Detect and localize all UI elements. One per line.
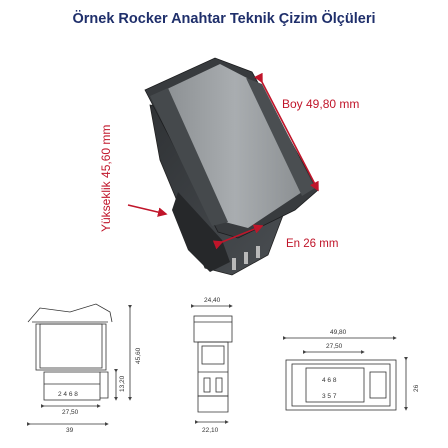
side-dim-height: 45,60 xyxy=(135,347,142,364)
switch-pin xyxy=(256,246,260,258)
side-dim-inner: 27,50 xyxy=(62,409,79,416)
front-view-drawing xyxy=(190,304,233,424)
side-view-drawing xyxy=(26,303,132,426)
switch-base xyxy=(172,192,230,272)
switch-pin xyxy=(232,258,236,270)
bottom-dim-width: 26 xyxy=(413,384,420,392)
rocker-strip-left xyxy=(150,88,228,226)
annotations: Boy 49,80 mm Yükseklik 45,60 mm En 26 mm xyxy=(99,72,359,250)
length-label: Boy 49,80 mm xyxy=(282,97,359,111)
bottom-pin-row-top: 4 6 8 xyxy=(322,377,337,384)
height-label: Yükseklik 45,60 mm xyxy=(99,125,113,232)
bottom-dim-inner: 27,50 xyxy=(326,343,343,350)
side-dim-outer: 39 xyxy=(66,427,74,434)
height-arrow xyxy=(127,204,168,217)
page-title: Örnek Rocker Anahtar Teknik Çizim Ölçüle… xyxy=(72,11,376,27)
front-dim-top: 24,40 xyxy=(204,297,221,304)
width-label: En 26 mm xyxy=(286,238,338,250)
bottom-pin-row-bottom: 3 5 7 xyxy=(322,393,337,400)
length-arrow xyxy=(254,72,319,192)
side-dim-small: 13,20 xyxy=(119,375,126,392)
front-dim-bottom: 22,10 xyxy=(202,427,219,434)
bottom-view-drawing xyxy=(282,336,408,411)
side-pin-labels: 2 4 6 8 xyxy=(58,391,78,398)
width-arrow xyxy=(212,224,264,250)
switch-pin xyxy=(244,252,248,264)
bottom-dim-length: 49,80 xyxy=(330,329,347,336)
